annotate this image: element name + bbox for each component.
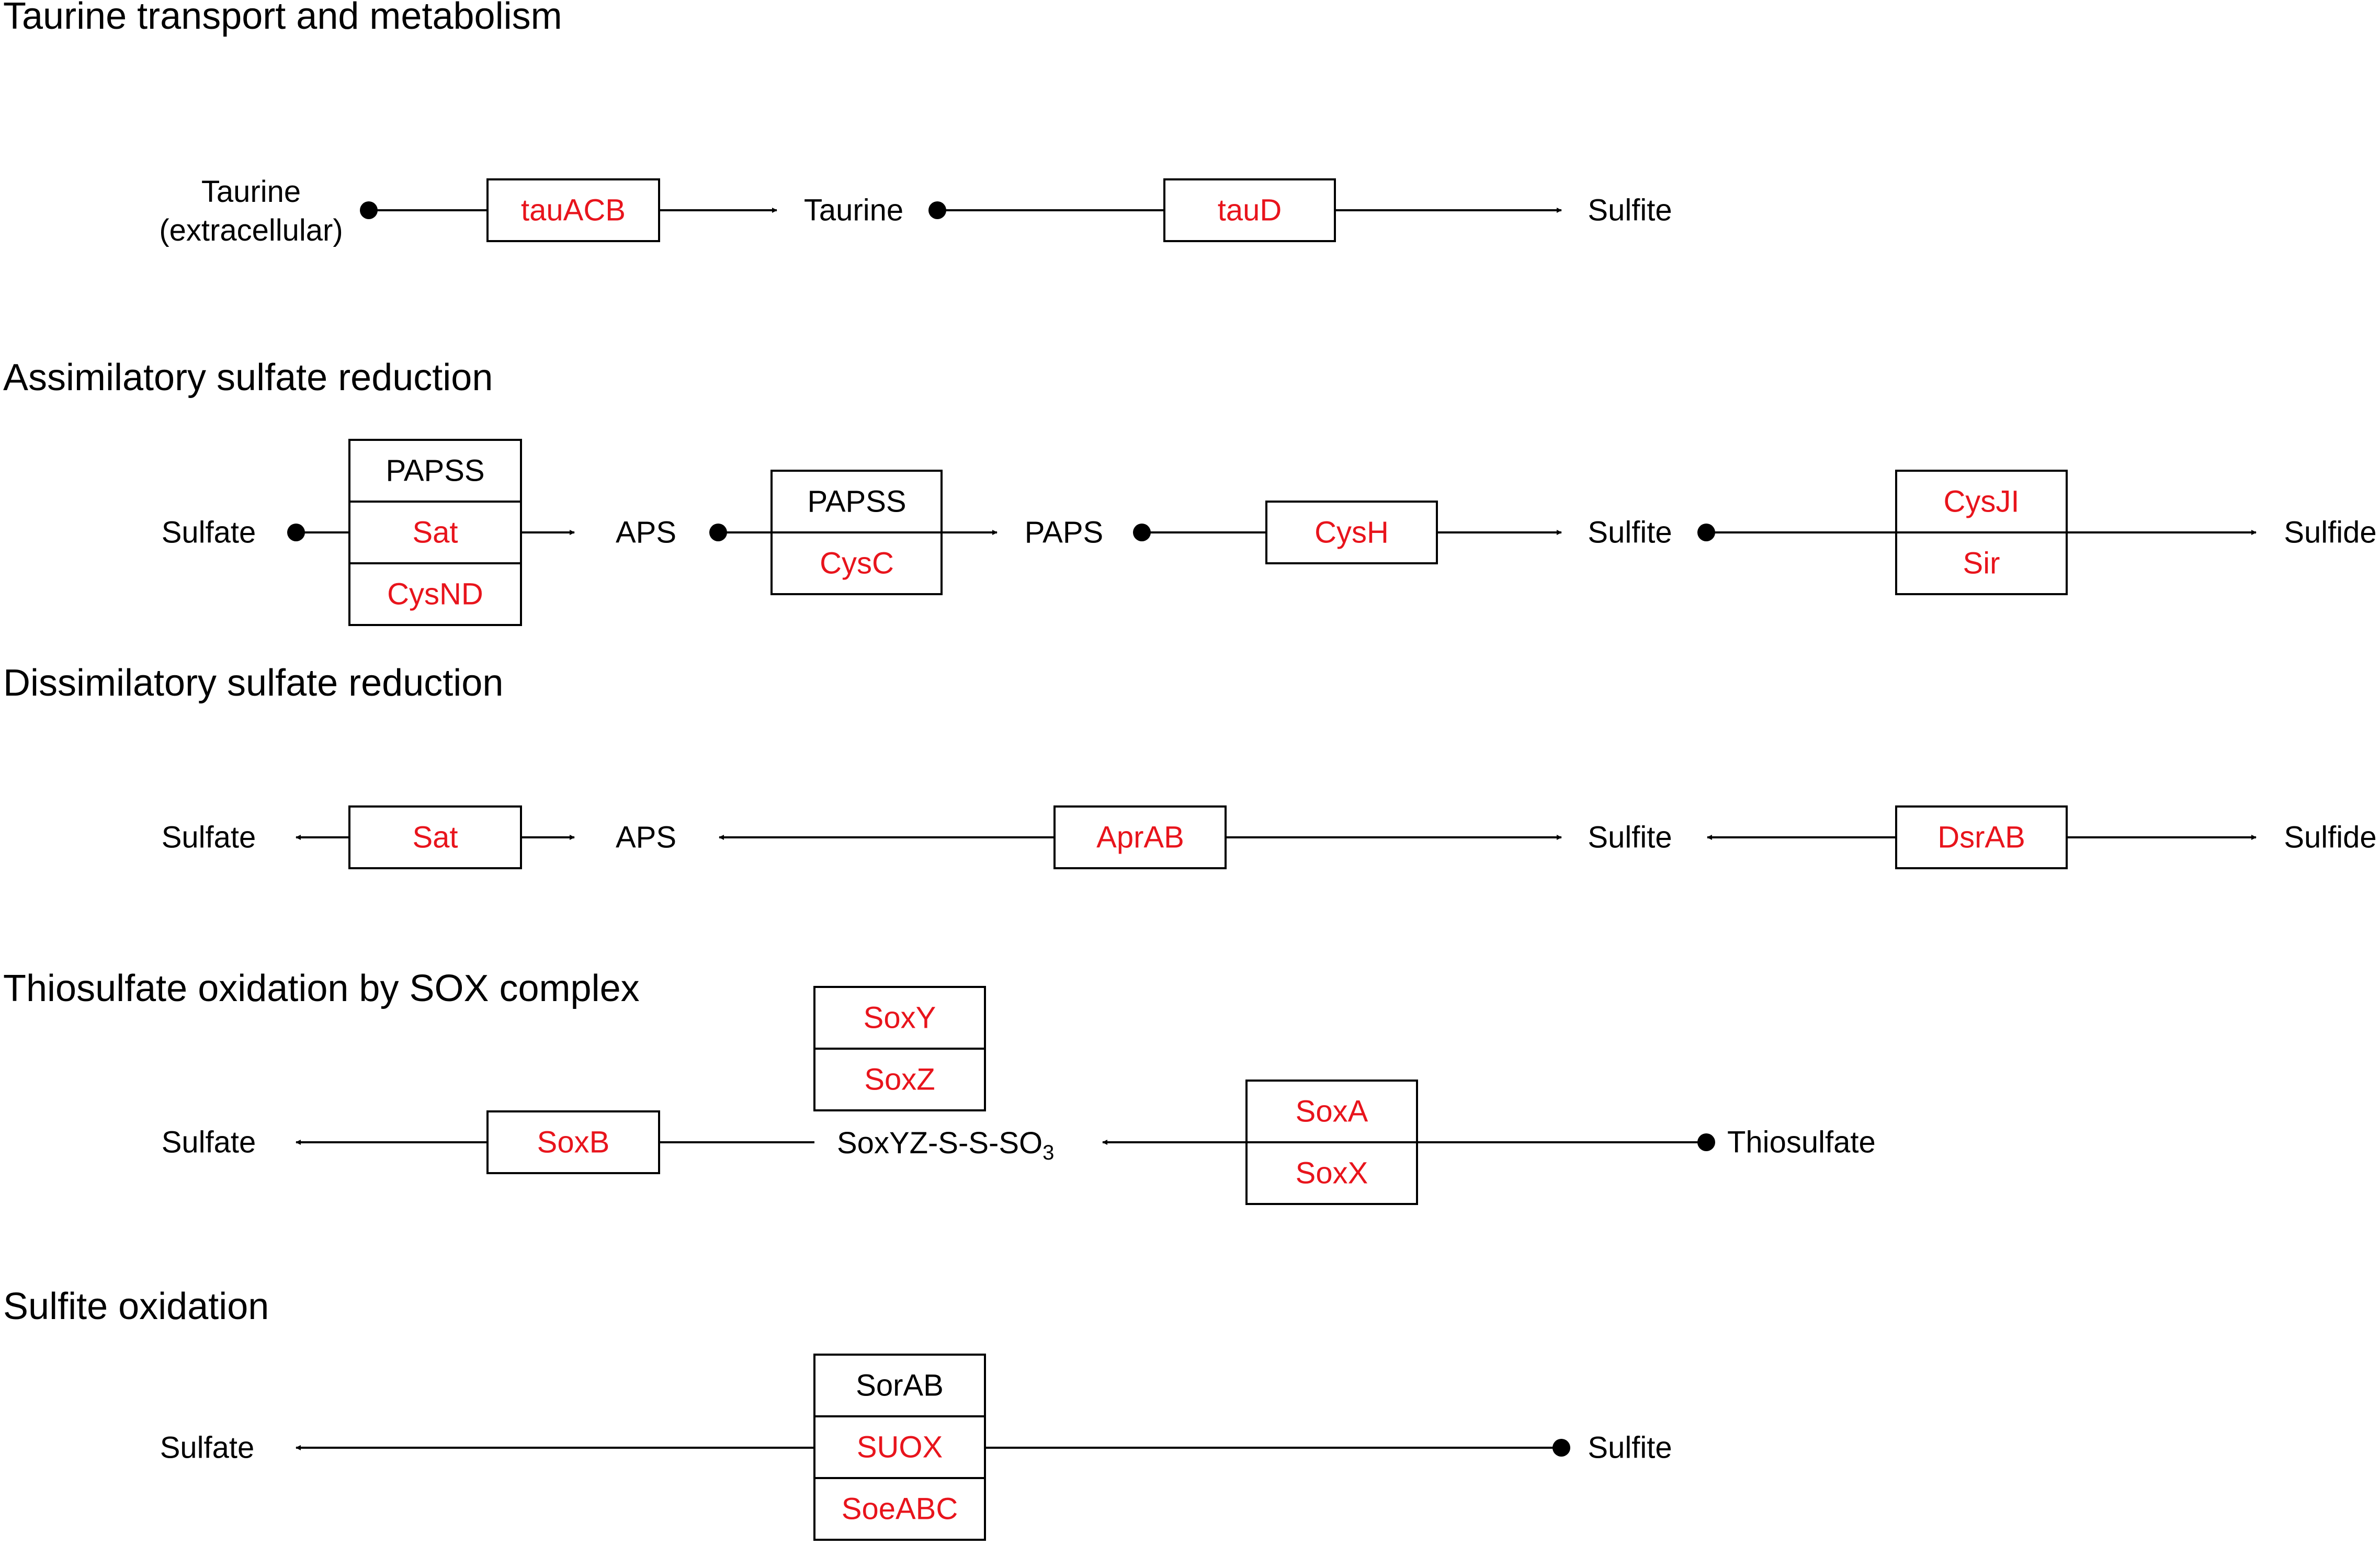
enzyme-box [348, 439, 522, 503]
enzyme-box [813, 1354, 986, 1417]
enzyme-box [348, 501, 522, 564]
section-title-taurine: Taurine transport and metabolism [3, 0, 562, 37]
enzyme-box [813, 986, 986, 1050]
metabolite-paps: PAPS [1025, 516, 1103, 550]
enzyme-sir: Sir [1963, 547, 2000, 581]
section-title-sulfite-oxidation: Sulfite oxidation [3, 1286, 269, 1327]
enzyme-dsrAB: DsrAB [1937, 821, 2025, 855]
substrate-dot [1133, 524, 1151, 541]
metabolite-sulfite: Sulfite [1588, 194, 1672, 228]
enzyme-aprAB: AprAB [1096, 821, 1184, 855]
enzyme-cysH: CysH [1314, 516, 1389, 550]
enzyme-box [813, 1477, 986, 1541]
enzyme-tauD: tauD [1218, 194, 1282, 228]
enzyme-soxY: SoxY [864, 1001, 936, 1035]
metabolite-taurine-extracellular-note: (extracellular) [159, 213, 343, 247]
enzyme-box [486, 178, 660, 242]
substrate-dot [1552, 1439, 1570, 1457]
metabolite-sulfate: Sulfate [162, 821, 256, 855]
metabolite-sulfide: Sulfide [2284, 516, 2376, 550]
metabolite-sulfide: Sulfide [2284, 821, 2376, 855]
metabolite-sulfite: Sulfite [1588, 821, 1672, 855]
enzyme-box [348, 562, 522, 626]
section-title-sox: Thiosulfate oxidation by SOX complex [3, 968, 640, 1009]
enzyme-cysC: CysC [820, 547, 894, 581]
enzyme-box [1163, 178, 1336, 242]
metabolite-soxyz-s-s-so3: SoxYZ-S-S-SO3 [837, 1126, 1054, 1164]
enzyme-sat: Sat [412, 821, 458, 855]
pathway-sox: Sulfate SoxYZ-S-S-SO3 Thiosulfate SoxY S… [162, 986, 1876, 1205]
pathway-assimilatory: Sulfate APS PAPS Sulfite Sulfide PAPSS S… [162, 439, 2377, 626]
enzyme-cysND: CysND [387, 577, 483, 611]
substrate-dot [709, 524, 727, 541]
enzyme-soxX: SoxX [1296, 1156, 1368, 1190]
metabolite-sulfate: Sulfate [162, 1126, 256, 1160]
metabolite-aps: APS [616, 821, 676, 855]
substrate-dot [928, 201, 946, 219]
enzyme-papss: PAPSS [807, 485, 906, 519]
metabolite-taurine-extracellular: Taurine [201, 175, 301, 209]
metabolite-sulfite: Sulfite [1588, 516, 1672, 550]
substrate-dot [1697, 1133, 1715, 1151]
enzyme-suox: SUOX [857, 1430, 943, 1464]
enzyme-box [1265, 501, 1438, 564]
enzyme-sorAB: SorAB [856, 1369, 944, 1403]
enzyme-box [486, 1110, 660, 1174]
section-title-dissimilatory: Dissimilatory sulfate reduction [3, 662, 503, 704]
section-title-assimilatory: Assimilatory sulfate reduction [3, 357, 493, 399]
enzyme-sat: Sat [412, 516, 458, 550]
pathway-taurine: Taurine (extracellular) Taurine Sulfite … [159, 175, 1672, 247]
metabolite-sulfate: Sulfate [162, 516, 256, 550]
enzyme-soxA: SoxA [1296, 1095, 1368, 1129]
enzyme-soxZ: SoxZ [864, 1063, 935, 1097]
enzyme-soeABC: SoeABC [842, 1492, 958, 1526]
metabolite-taurine: Taurine [804, 194, 903, 228]
enzyme-box [1053, 805, 1227, 869]
metabolite-sulfate: Sulfate [160, 1431, 255, 1465]
pathway-sulfite-oxidation: Sulfate Sulfite SorAB SUOX SoeABC [160, 1354, 1672, 1541]
enzyme-soxB: SoxB [537, 1126, 610, 1160]
enzyme-box [813, 1048, 986, 1111]
metabolite-aps: APS [616, 516, 676, 550]
enzyme-cysJI: CysJI [1944, 485, 2020, 519]
enzyme-box [813, 1415, 986, 1479]
enzyme-tauACB: tauACB [521, 194, 626, 228]
enzyme-papss: PAPSS [386, 454, 484, 488]
metabolite-thiosulfate: Thiosulfate [1727, 1126, 1876, 1160]
substrate-dot [287, 524, 305, 541]
pathway-dissimilatory: Sulfate APS Sulfite Sulfide Sat AprAB Ds… [162, 805, 2377, 869]
substrate-dot [360, 201, 378, 219]
metabolite-sulfite: Sulfite [1588, 1431, 1672, 1465]
substrate-dot [1697, 524, 1715, 541]
enzyme-box [1895, 805, 2068, 869]
enzyme-box [348, 805, 522, 869]
